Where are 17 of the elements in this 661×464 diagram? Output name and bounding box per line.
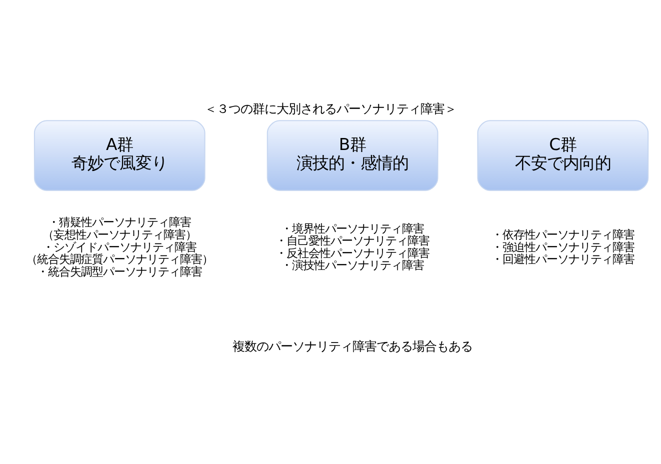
node-label: ・依存性パーソナリティ障害 xyxy=(491,228,634,241)
diagram-title: ＜３つの群に大別されるパーソナリティ障害＞ xyxy=(204,102,456,116)
node-label: ・演技性パーソナリティ障害 xyxy=(281,258,424,272)
node-label: ・猜疑性パーソナリティ障害 xyxy=(48,216,192,229)
node-label: ・反社会性パーソナリティ障害 xyxy=(276,246,430,260)
node-label: （妄想性パーソナリティ障害） xyxy=(42,228,197,241)
node-label: ・シゾイドパーソナリティ障害 xyxy=(42,240,197,254)
node-box: B群 演技的・感情的 xyxy=(266,120,438,190)
node-label: ・回避性パーソナリティ障害 xyxy=(491,252,634,266)
node-label: （統合失調症質パーソナリティ障害） xyxy=(26,252,214,266)
node-box: A群 奇妙で風変り xyxy=(34,120,206,190)
node-label: ・強迫性パーソナリティ障害 xyxy=(491,240,634,254)
node-box: C群 不安で内向的 xyxy=(477,120,649,190)
node-label: ・統合失調型パーソナリティ障害 xyxy=(37,264,202,278)
caption: 複数のパーソナリティ障害である場合もある xyxy=(232,339,473,354)
node-label: ・境界性パーソナリティ障害 xyxy=(281,222,424,235)
node-label: ・自己愛性パーソナリティ障害 xyxy=(276,234,430,248)
